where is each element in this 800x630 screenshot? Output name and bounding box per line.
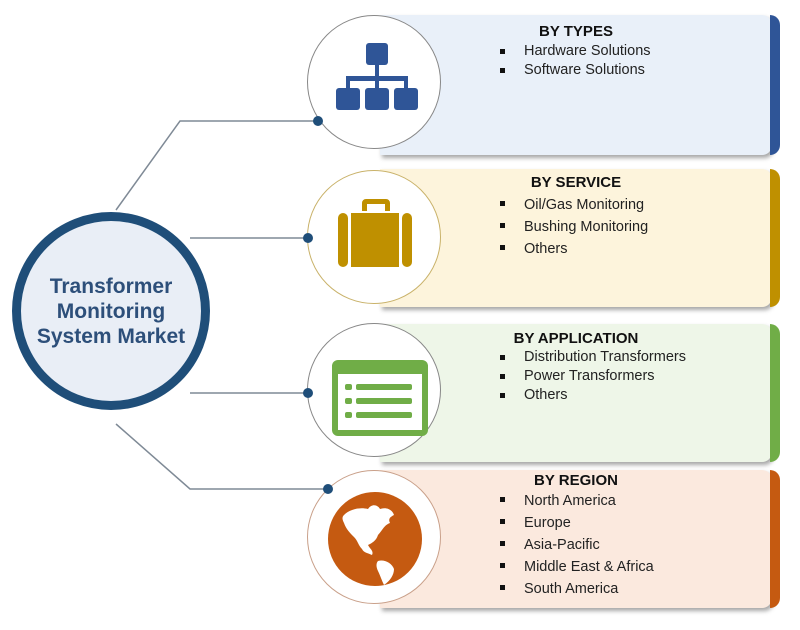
segment-panel-region: BY REGION North America Europe Asia-Paci… [380,470,780,608]
list-item: Others [496,238,648,260]
panel-accent-bar [770,169,780,307]
list-item: Middle East & Africa [496,556,654,578]
globe-americas-icon [328,492,422,586]
connector-types [115,120,318,211]
hub-title-line: Transformer [49,274,173,298]
segment-panel-types: BY TYPES Hardware Solutions Software Sol… [380,15,780,155]
list-item: Asia-Pacific [496,534,654,556]
list-item: South America [496,578,654,600]
icon-circle-types [307,15,441,149]
connector-dot [323,484,333,494]
list-item: Power Transformers [496,367,686,386]
list-item: Distribution Transformers [496,348,686,367]
connector-dot [303,388,313,398]
hub-title: Transformer Monitoring System Market [26,274,196,349]
list-item: Software Solutions [496,61,651,80]
list-item: Europe [496,512,654,534]
segment-title: BY SERVICE [530,174,622,191]
list-window-icon [332,360,428,436]
connector-dot [303,233,313,243]
connector-dot [313,116,323,126]
list-item: Bushing Monitoring [496,216,648,238]
segment-title: BY TYPES [539,23,613,40]
hub-title-line: Monitoring [56,299,166,323]
list-item: Others [496,386,686,405]
connector-region [115,423,328,490]
panel-accent-bar [770,470,780,608]
segment-panel-application: BY APPLICATION Distribution Transformers… [380,324,780,462]
org-chart-icon [336,43,418,110]
segment-list: Distribution Transformers Power Transfor… [496,348,686,405]
briefcase-icon [338,199,412,267]
list-item: Hardware Solutions [496,42,651,61]
segment-panel-service: BY SERVICE Oil/Gas Monitoring Bushing Mo… [380,169,780,307]
hub-circle: Transformer Monitoring System Market [12,212,210,410]
segment-title: BY REGION [534,472,618,489]
segment-list: Hardware Solutions Software Solutions [496,42,651,80]
icon-circle-service [307,170,441,304]
panel-accent-bar [770,15,780,155]
list-item: Oil/Gas Monitoring [496,194,648,216]
segment-list: North America Europe Asia-Pacific Middle… [496,490,654,600]
icon-circle-application [307,323,441,457]
hub-title-line: System Market [36,324,186,348]
list-item: North America [496,490,654,512]
segment-list: Oil/Gas Monitoring Bushing Monitoring Ot… [496,194,648,260]
segment-title: BY APPLICATION [513,330,639,347]
panel-accent-bar [770,324,780,462]
